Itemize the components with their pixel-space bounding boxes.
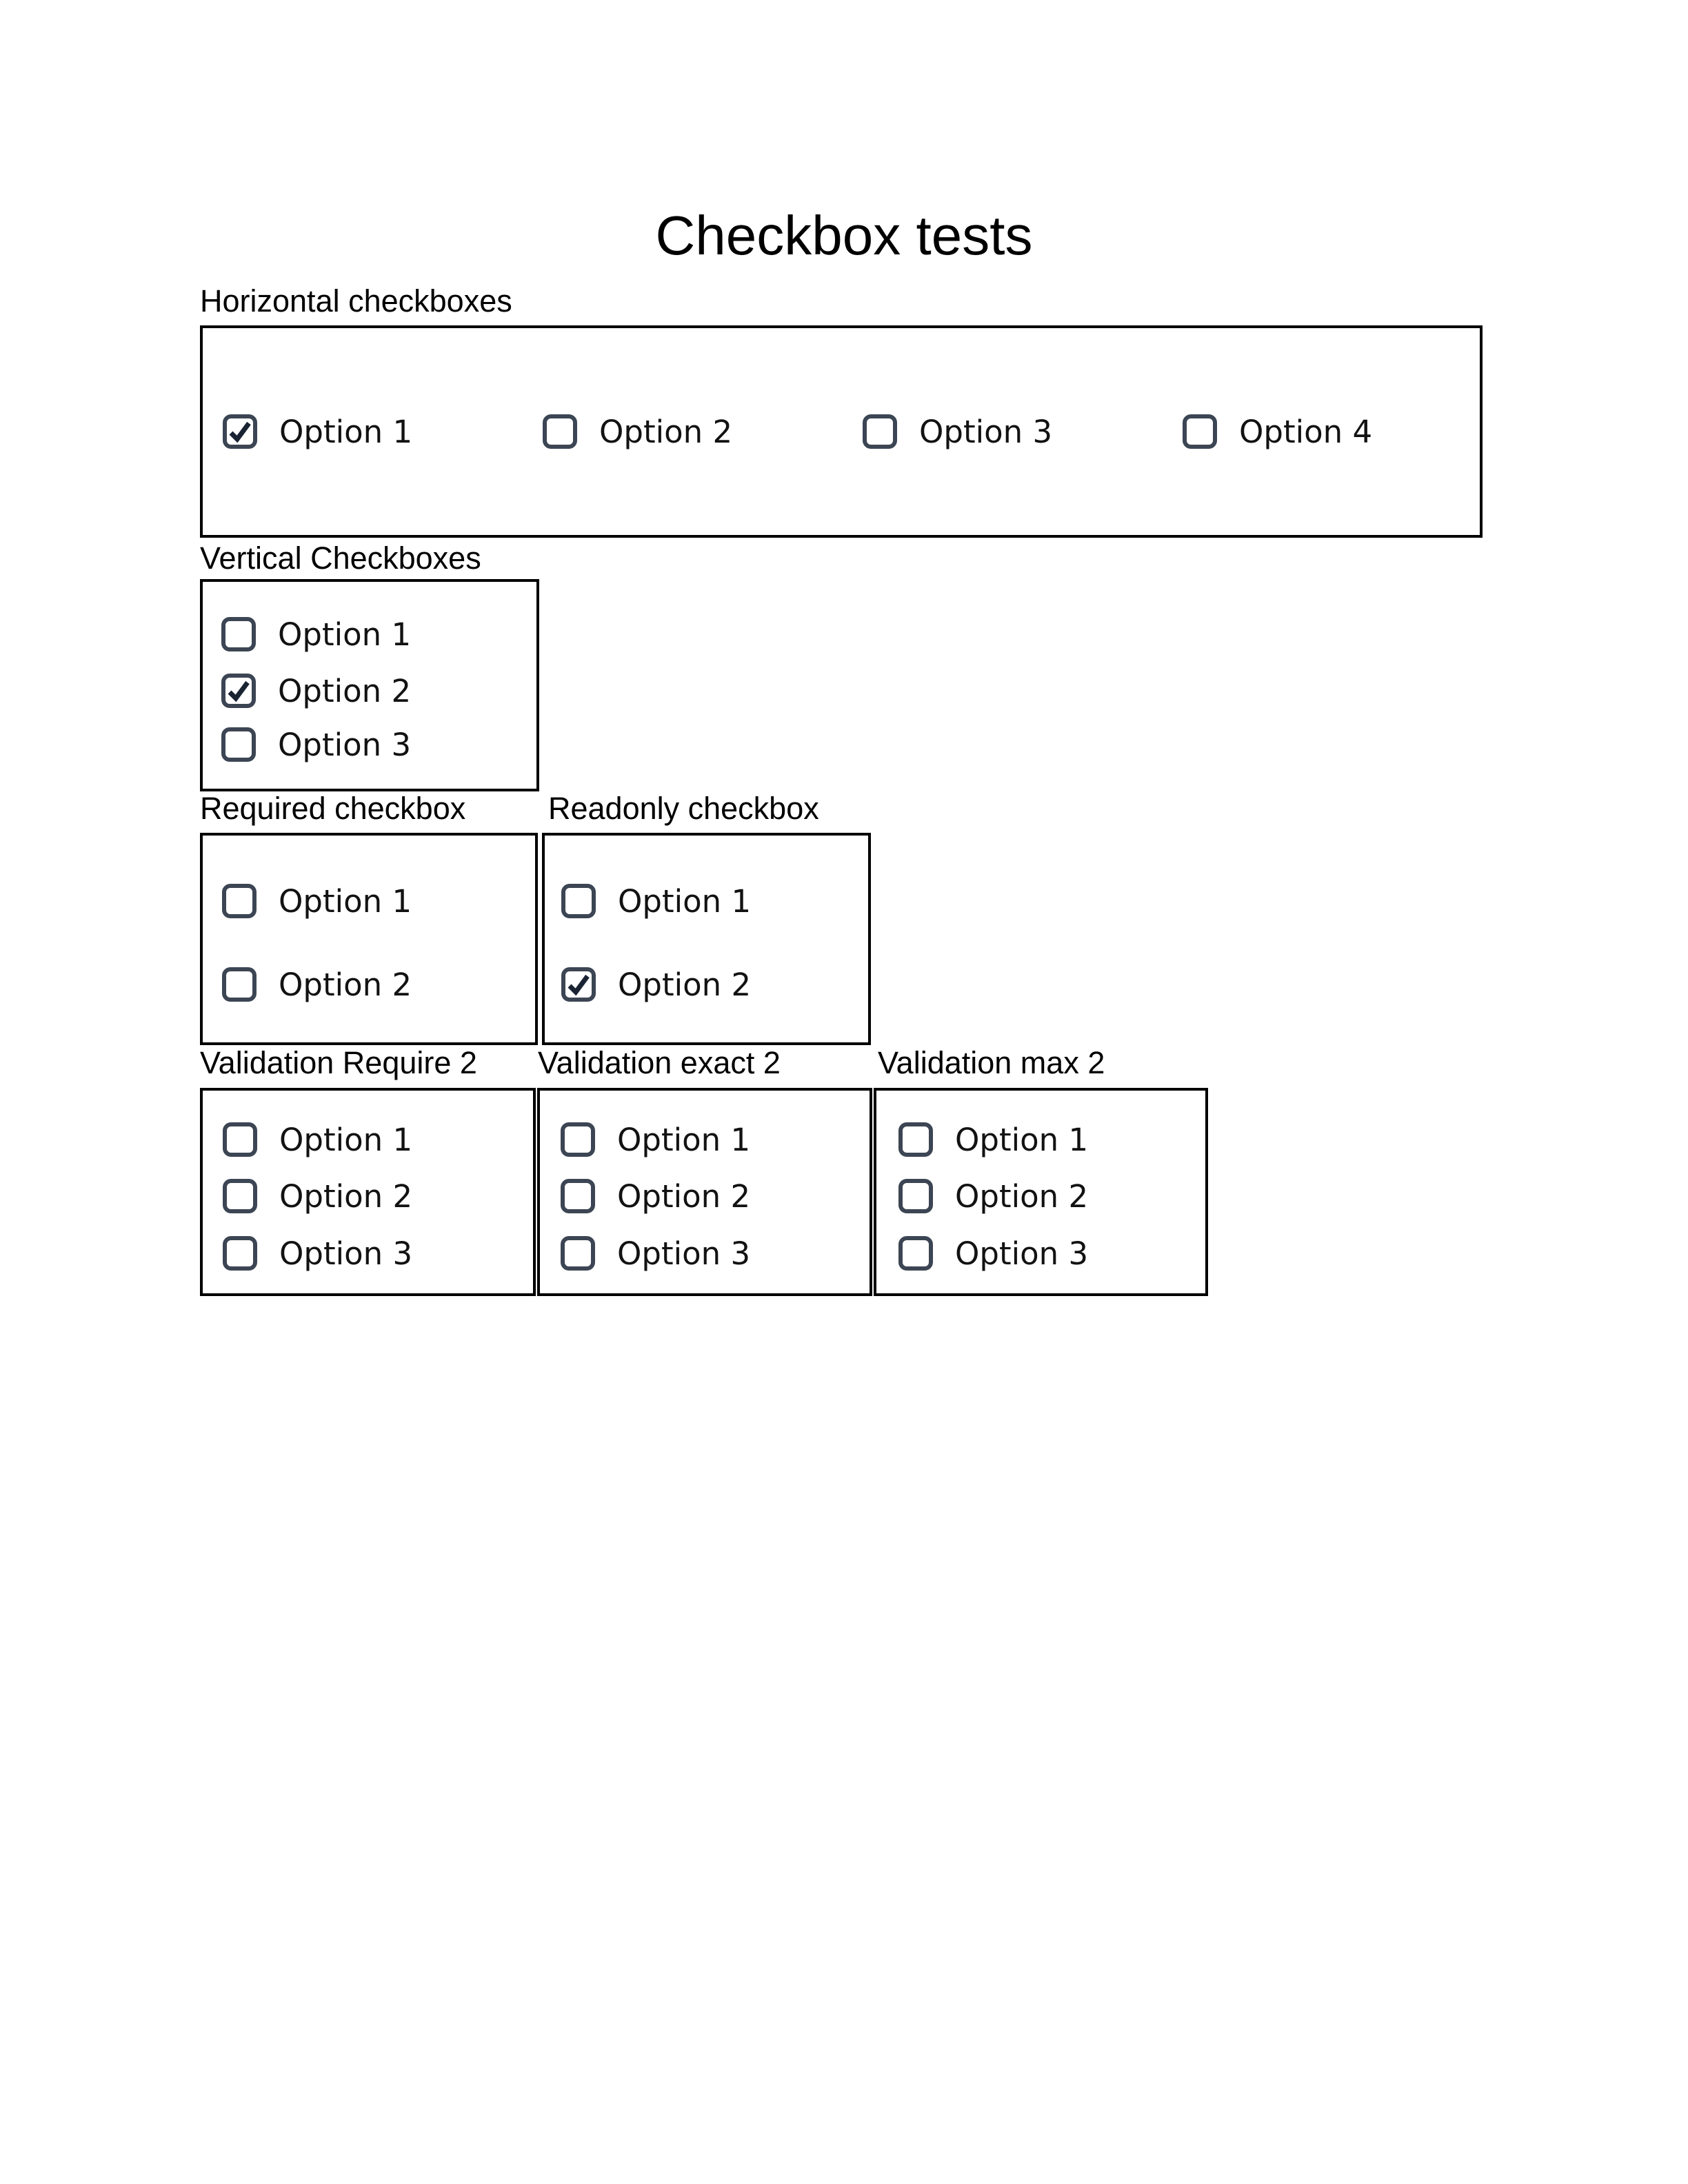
section-label-validation-exact: Validation exact 2	[538, 1045, 781, 1080]
checkmark-icon	[228, 680, 250, 702]
checkbox[interactable]	[561, 1122, 595, 1157]
checkbox-option-label[interactable]: Option 2	[599, 413, 733, 450]
panel-vertical-checkboxes: Option 1 Option 2 Option 3	[200, 579, 539, 791]
checkbox-option: Option 3	[863, 414, 1183, 449]
panel-required-checkbox: Option 1 Option 2	[200, 833, 538, 1045]
checkbox-option-label[interactable]: Option 2	[279, 966, 412, 1003]
checkbox-option-label[interactable]: Option 2	[278, 672, 412, 709]
panel-validation-exact: Option 1 Option 2 Option 3	[537, 1088, 872, 1296]
checkbox-option-label[interactable]: Option 1	[279, 1121, 413, 1158]
checkmark-icon	[567, 974, 590, 996]
checkbox-option-label[interactable]: Option 1	[955, 1121, 1089, 1158]
checkbox[interactable]	[221, 727, 256, 762]
checkbox[interactable]	[222, 967, 257, 1002]
checkbox-option-label[interactable]: Option 1	[278, 616, 412, 653]
checkbox[interactable]	[221, 617, 256, 651]
checkbox[interactable]	[221, 674, 256, 708]
checkbox-option: Option 3	[898, 1236, 1088, 1271]
checkbox-option: Option 1	[223, 1122, 412, 1157]
checkbox[interactable]	[222, 884, 257, 918]
checkbox[interactable]	[898, 1236, 933, 1271]
section-label-horizontal: Horizontal checkboxes	[200, 283, 512, 318]
checkbox-option: Option 2	[561, 1179, 750, 1213]
checkbox-option: Option 1	[221, 617, 411, 651]
checkbox-option-label[interactable]: Option 1	[617, 1121, 751, 1158]
checkbox-option-label[interactable]: Option 3	[279, 1235, 413, 1272]
section-label-required: Required checkbox	[200, 791, 466, 826]
checkbox-option: Option 3	[561, 1236, 750, 1271]
checkbox[interactable]	[1183, 414, 1217, 449]
checkbox-option-label[interactable]: Option 2	[617, 1177, 751, 1215]
panel-horizontal-checkboxes: Option 1 Option 2 Option 3 Option 4	[200, 325, 1483, 538]
page-title: Checkbox tests	[655, 205, 1033, 266]
panel-validation-require: Option 1 Option 2 Option 3	[200, 1088, 536, 1296]
checkbox-option: Option 1	[561, 1122, 750, 1157]
checkbox-option-label[interactable]: Option 1	[279, 413, 413, 450]
checkbox-option-label[interactable]: Option 3	[955, 1235, 1089, 1272]
section-label-validation-require: Validation Require 2	[200, 1045, 477, 1080]
panel-readonly-checkbox: Option 1 Option 2	[542, 833, 871, 1045]
checkbox-option-label[interactable]: Option 2	[618, 966, 752, 1003]
checkbox-option: Option 1	[561, 884, 751, 918]
checkbox-option: Option 2	[222, 967, 412, 1002]
checkbox-option-label[interactable]: Option 1	[618, 882, 752, 920]
horizontal-options-row: Option 1 Option 2 Option 3 Option 4	[223, 414, 1478, 449]
checkbox-option-label[interactable]: Option 3	[617, 1235, 751, 1272]
checkbox[interactable]	[898, 1122, 933, 1157]
checkbox-option: Option 2	[898, 1179, 1088, 1213]
checkbox-option-label[interactable]: Option 4	[1239, 413, 1373, 450]
checkbox-option-label[interactable]: Option 2	[279, 1177, 413, 1215]
checkbox-option-label[interactable]: Option 2	[955, 1177, 1089, 1215]
checkbox-option: Option 4	[1183, 414, 1503, 449]
checkbox[interactable]	[561, 1179, 595, 1213]
checkbox-option-label[interactable]: Option 3	[278, 726, 412, 763]
checkbox-option: Option 1	[223, 414, 543, 449]
checkmark-icon	[229, 421, 251, 443]
panel-validation-max: Option 1 Option 2 Option 3	[874, 1088, 1208, 1296]
checkbox-option: Option 3	[223, 1236, 412, 1271]
checkbox[interactable]	[561, 1236, 595, 1271]
checkbox[interactable]	[543, 414, 577, 449]
section-label-validation-max: Validation max 2	[878, 1045, 1105, 1080]
checkbox-option: Option 2	[221, 674, 411, 708]
checkbox-option: Option 2	[561, 967, 751, 1002]
checkbox[interactable]	[898, 1179, 933, 1213]
checkbox[interactable]	[863, 414, 897, 449]
section-label-readonly: Readonly checkbox	[548, 791, 819, 826]
checkbox-option: Option 2	[223, 1179, 412, 1213]
checkbox[interactable]	[223, 1236, 257, 1271]
checkbox-option: Option 1	[222, 884, 412, 918]
checkbox-option-label[interactable]: Option 3	[919, 413, 1053, 450]
section-label-vertical: Vertical Checkboxes	[200, 540, 481, 576]
checkbox[interactable]	[223, 414, 257, 449]
checkbox[interactable]	[223, 1179, 257, 1213]
checkbox-option: Option 3	[221, 727, 411, 762]
checkbox[interactable]	[561, 967, 596, 1002]
checkbox[interactable]	[561, 884, 596, 918]
checkbox-option-label[interactable]: Option 1	[279, 882, 412, 920]
checkbox-option: Option 1	[898, 1122, 1088, 1157]
checkbox[interactable]	[223, 1122, 257, 1157]
checkbox-option: Option 2	[543, 414, 863, 449]
